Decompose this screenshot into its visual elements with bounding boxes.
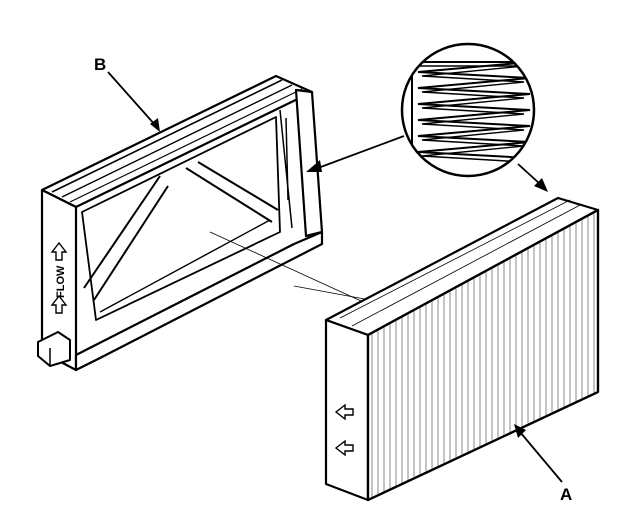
leader-arrowhead-a — [514, 424, 526, 438]
frame-inner-shadow — [99, 219, 271, 313]
frame-right-end — [294, 88, 324, 238]
frame-bottom-tab — [37, 331, 71, 367]
alignment-guide-2 — [293, 285, 371, 301]
frame-right-inner-edge — [279, 109, 293, 229]
pleat-zigzag-inner — [420, 65, 525, 163]
left-arrow-icon — [334, 403, 354, 421]
frame-diagonal-brace-3 — [185, 167, 273, 223]
filter-element — [324, 196, 600, 502]
frame-bottom-rail — [74, 230, 324, 372]
frame-right-slot — [285, 117, 289, 201]
filter-pleats — [371, 210, 595, 500]
leader-line-b — [107, 71, 157, 127]
pleat-detail-magnifier — [400, 42, 536, 178]
frame-side-markings — [50, 241, 68, 314]
magnifier-arrow-to-filter — [517, 163, 541, 185]
label-b: B — [94, 55, 106, 74]
frame-inner-window — [81, 116, 281, 321]
frame-diagonal-brace — [83, 175, 161, 289]
up-arrow-icon — [50, 294, 68, 314]
left-arrow-icon — [334, 439, 354, 457]
filter-side-markings — [334, 403, 354, 457]
frame-diagonal-brace-2 — [93, 185, 169, 301]
magnifier-arrowhead-filter — [534, 178, 548, 192]
frame-top-groove-3 — [69, 88, 303, 203]
pleat-zigzag — [412, 61, 531, 159]
magnifier-arrow-to-frame — [317, 135, 405, 169]
filter-frame — [37, 74, 324, 372]
alignment-guide — [209, 231, 373, 307]
label-a: A — [560, 485, 572, 504]
magnifier-arrowhead-frame — [306, 160, 322, 172]
frame-top-groove — [51, 79, 283, 193]
up-arrow-icon — [50, 241, 68, 261]
leader-line-a — [519, 431, 563, 483]
frame-top-groove-2 — [61, 84, 293, 198]
frame-diagonal-brace-4 — [197, 161, 279, 211]
frame-flow-text: FLOW — [55, 265, 67, 298]
leader-arrowhead-b — [150, 118, 160, 132]
